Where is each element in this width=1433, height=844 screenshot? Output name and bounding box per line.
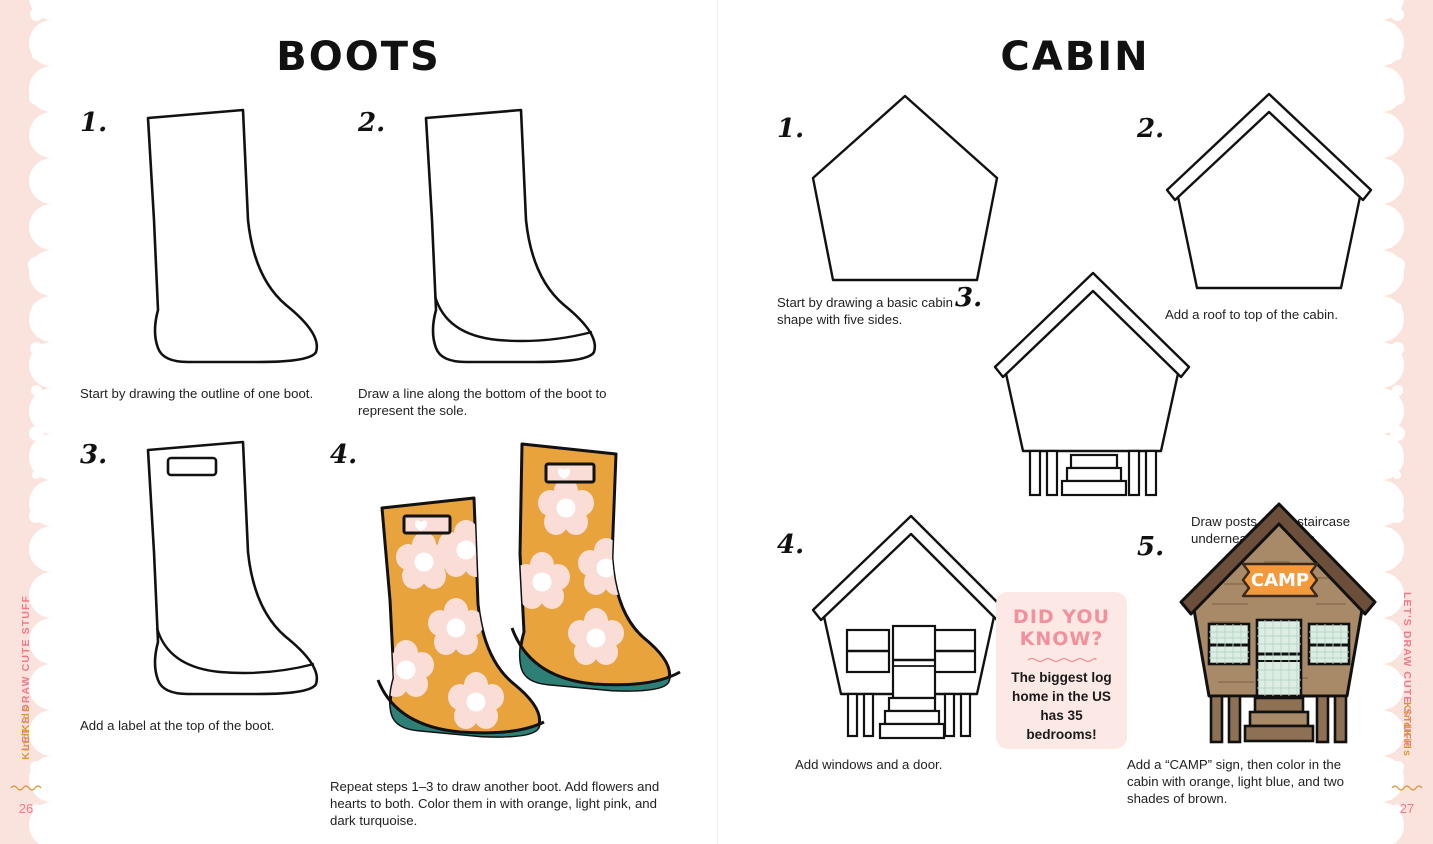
page-gutter bbox=[717, 0, 718, 844]
did-you-know-callout: DID YOU KNOW? The biggest log home in th… bbox=[996, 592, 1127, 749]
boot-with-sole-art bbox=[424, 108, 597, 364]
right-decorative-border: LET'S DRAW CUTE STUFF KindKids 27 bbox=[1381, 0, 1433, 844]
left-decorative-border: LET'S DRAW CUTE STUFF KindKids 26 bbox=[0, 0, 52, 844]
camp-sign-text: CAMP bbox=[1251, 570, 1309, 591]
right-page-title: CABIN bbox=[1000, 34, 1150, 80]
left-page: BOOTS 1. Start by drawing the outline of… bbox=[80, 34, 681, 828]
step-number: 3. bbox=[955, 283, 983, 313]
step-number: 4. bbox=[777, 530, 805, 560]
step-caption: Add a label at the top of the boot. bbox=[80, 718, 275, 733]
callout-heading-line1: DID YOU bbox=[1013, 606, 1110, 628]
left-page-number: 26 bbox=[18, 801, 34, 816]
right-page: CABIN 1. Start by drawing a basic cabin … bbox=[717, 0, 1433, 844]
callout-body: The biggest log home in the US has 35 be… bbox=[1011, 670, 1112, 742]
step-number: 3. bbox=[80, 440, 108, 470]
step-caption: Add a roof to top of the cabin. bbox=[1165, 307, 1339, 322]
step-number: 1. bbox=[777, 114, 805, 144]
brand-text: KindKids bbox=[1401, 702, 1413, 757]
callout-heading: DID YOU KNOW? bbox=[996, 592, 1127, 650]
cabin-windows-art bbox=[811, 514, 1007, 740]
step-caption: Repeat steps 1–3 to draw another boot. A… bbox=[330, 779, 660, 828]
cabin-roof-art bbox=[1165, 92, 1373, 290]
step-caption: Add a “CAMP” sign, then color in the cab… bbox=[1127, 757, 1345, 806]
step-caption: Start by drawing the outline of one boot… bbox=[80, 386, 314, 401]
left-squiggle-icon bbox=[10, 785, 42, 791]
right-brand-label: KindKids bbox=[1398, 702, 1416, 757]
right-scallop-dots bbox=[1387, 0, 1407, 844]
step-caption: Start by drawing a basic cabin shape wit… bbox=[777, 295, 953, 327]
cabin-pentagon-art bbox=[811, 94, 999, 282]
step-caption: Draw a line along the bottom of the boot… bbox=[358, 386, 607, 418]
callout-heading-line2: KNOW? bbox=[1019, 628, 1104, 650]
right-squiggle-icon bbox=[1391, 785, 1423, 791]
step-caption: Add windows and a door. bbox=[795, 757, 943, 772]
boot-with-label-art bbox=[146, 440, 319, 696]
callout-squiggle-icon bbox=[1027, 657, 1097, 663]
step-number: 2. bbox=[1137, 114, 1165, 144]
boot-outline-art bbox=[146, 108, 319, 364]
right-series-label: LET'S DRAW CUTE STUFF bbox=[1398, 592, 1416, 748]
step-number: 4. bbox=[330, 440, 358, 470]
left-scallop-dots bbox=[26, 0, 46, 844]
series-label-text: LET'S DRAW CUTE STUFF bbox=[1401, 592, 1413, 748]
right-page-number: 27 bbox=[1399, 801, 1415, 816]
left-page-title: BOOTS bbox=[276, 34, 441, 80]
cabin-posts-art bbox=[993, 271, 1191, 497]
cabin-colored-art: CAMP bbox=[1179, 502, 1377, 744]
step-number: 5. bbox=[1137, 532, 1165, 562]
boots-colored-art bbox=[376, 442, 681, 738]
step-number: 1. bbox=[80, 108, 108, 138]
step-number: 2. bbox=[358, 108, 386, 138]
